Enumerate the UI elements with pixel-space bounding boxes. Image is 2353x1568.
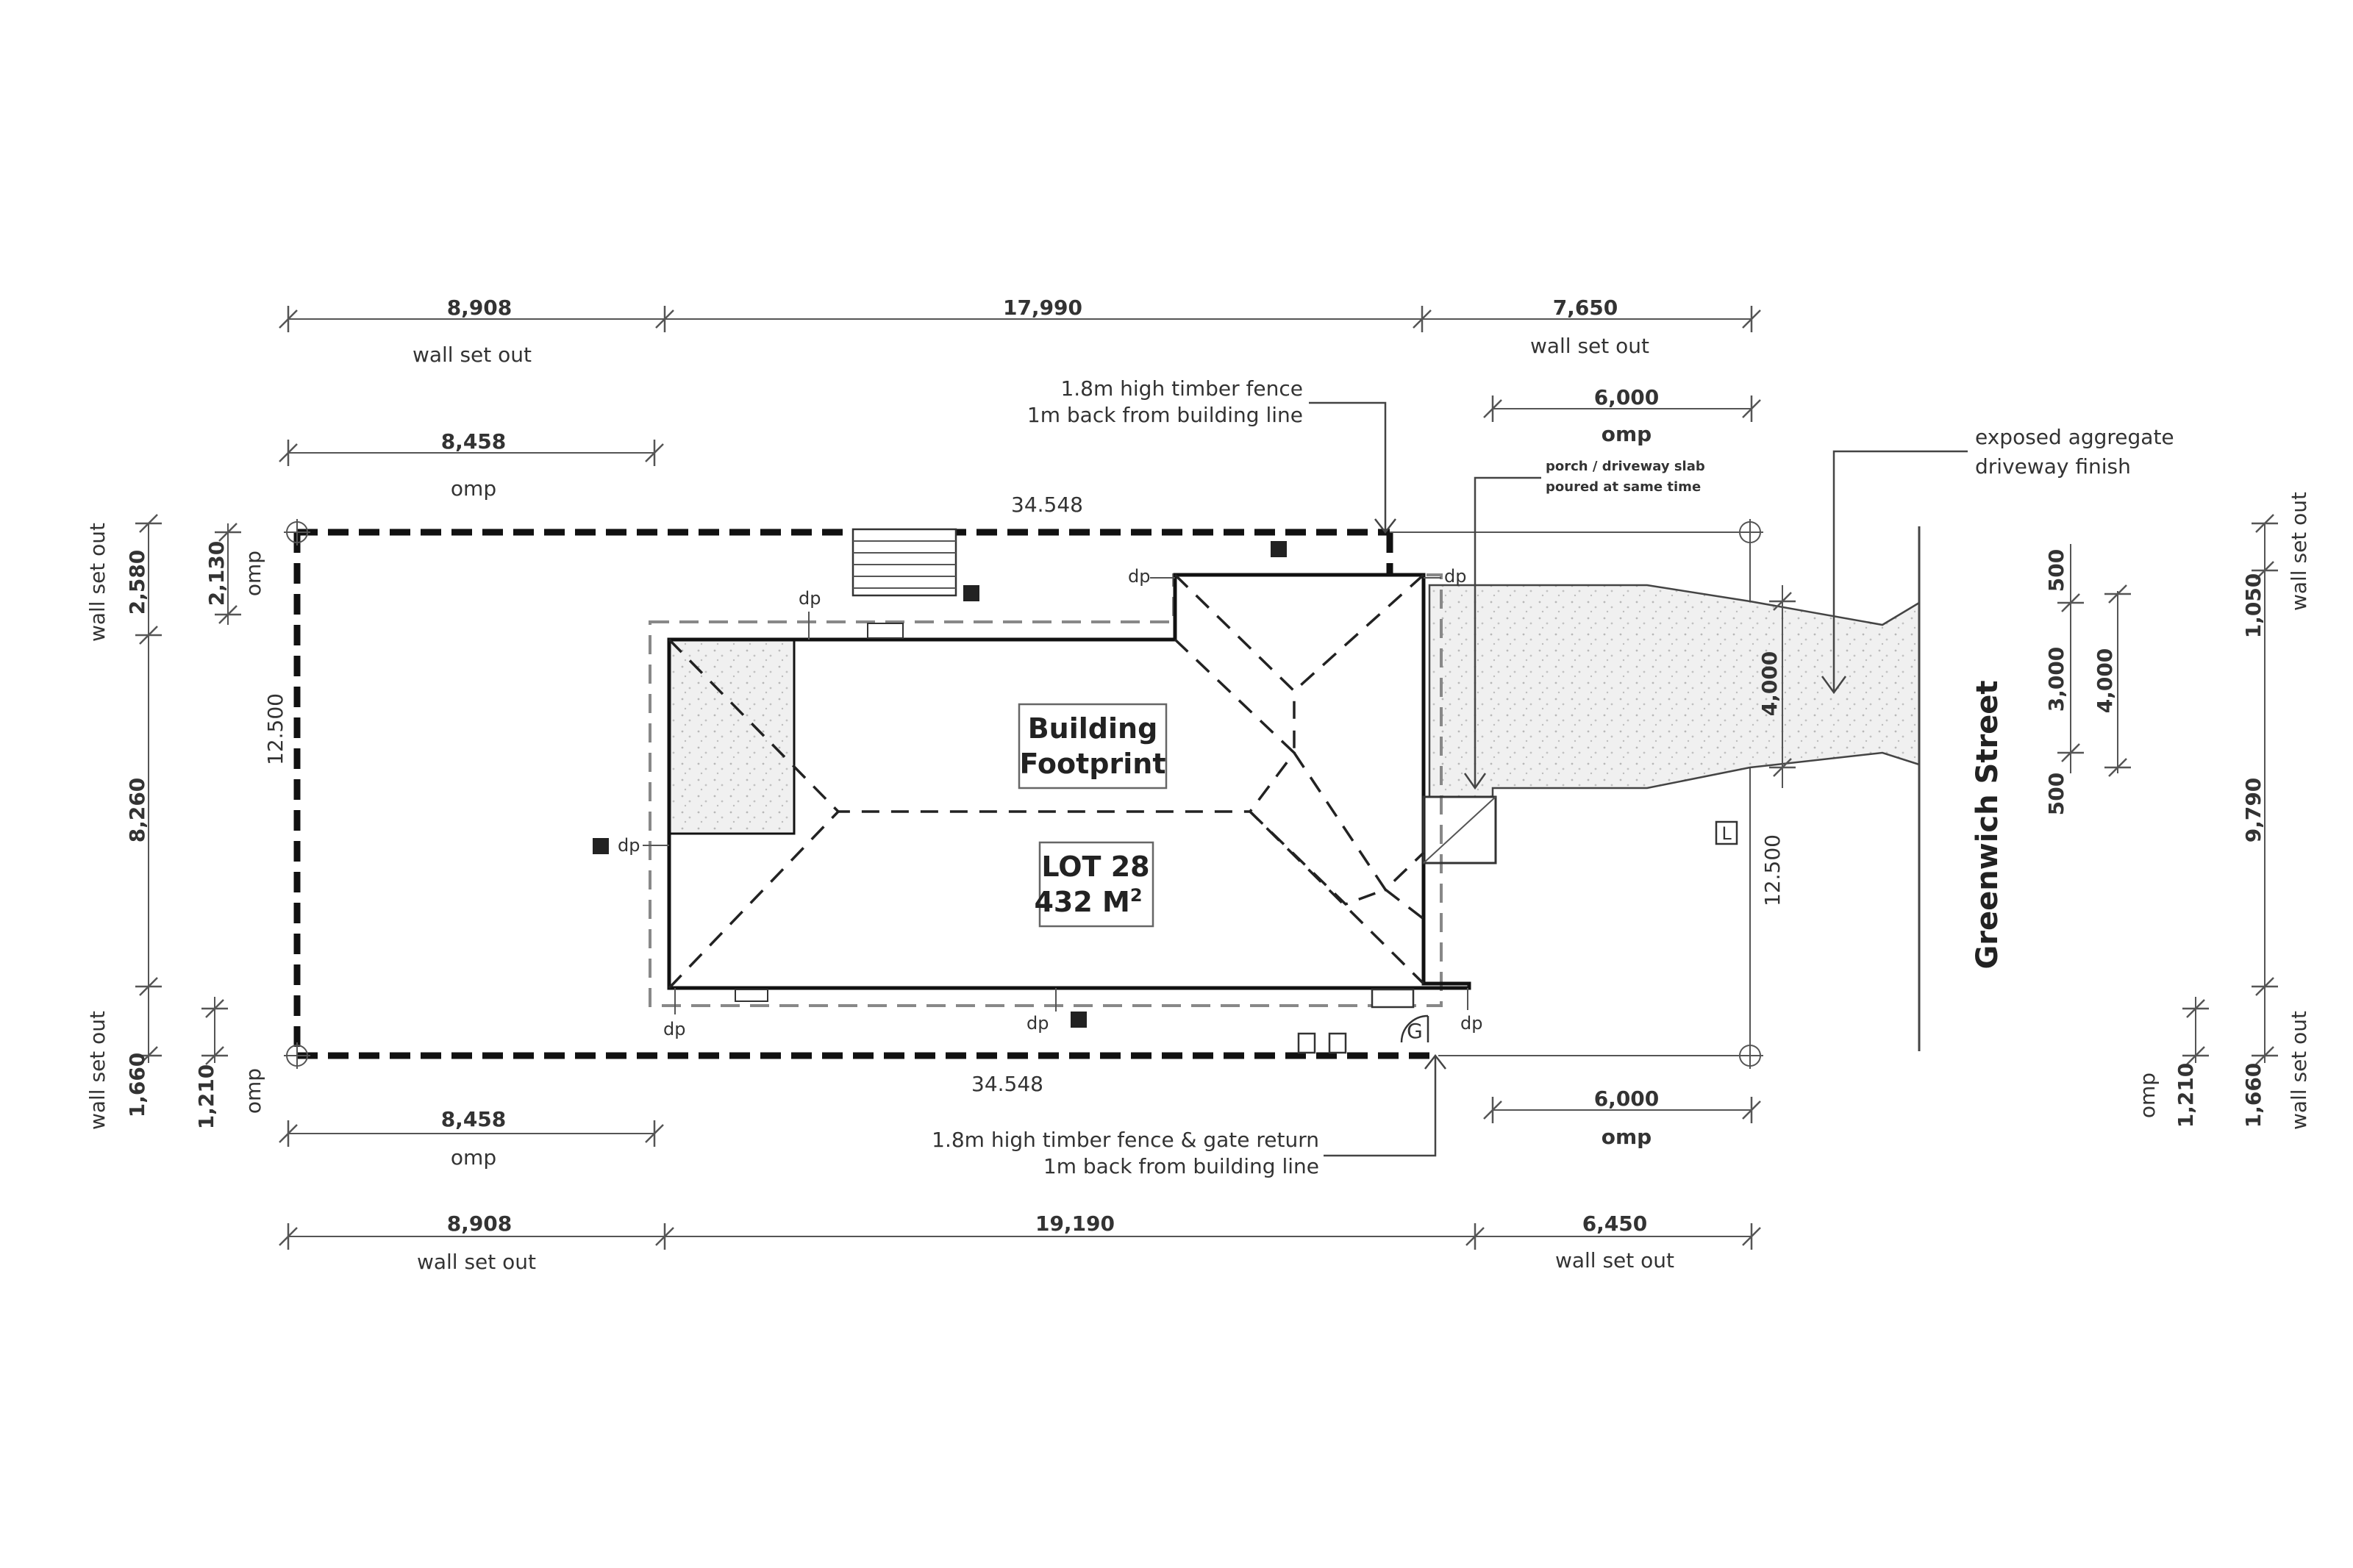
left-middle-value: 8,260	[125, 778, 149, 843]
bottom-omp-right-label: omp	[1602, 1125, 1652, 1149]
top-omp-right-dim: 6,000 omp	[1483, 385, 1761, 446]
bottom-omp-right-value: 6,000	[1594, 1086, 1660, 1111]
top-omp-right-value: 6,000	[1594, 385, 1660, 409]
dp-label: dp	[799, 588, 821, 609]
footprint-line2: Footprint	[1020, 748, 1166, 780]
dp-label: dp	[1026, 1013, 1049, 1034]
boundary-left-width: 12.500	[263, 693, 288, 765]
building-footprint	[649, 528, 1497, 1007]
crossover-dims: 500 3,000 500 4,000	[2044, 544, 2131, 815]
footprint-line1: Building	[1028, 712, 1158, 745]
bottom-wall-set-out-dims: 8,908 19,190 6,450 wall set out wall set…	[279, 1211, 1761, 1274]
note-porch-line1: porch / driveway slab	[1546, 459, 1705, 474]
street-name: Greenwich Street	[1971, 680, 2004, 969]
driveway	[1428, 584, 1921, 798]
note-aggregate-line2: driveway finish	[1975, 454, 2131, 479]
right-wall-top-value: 1,050	[2241, 573, 2265, 639]
top-wall-set-out-dims: 8,908 17,990 7,650 wall set out wall set…	[279, 296, 1761, 367]
boundary-top-length: 34.548	[1011, 493, 1083, 517]
right-wall-set-out-dims: 1,050 wall set out 9,790 1,660 wall set …	[2241, 492, 2311, 1130]
boundary-bottom-length: 34.548	[971, 1072, 1043, 1096]
note-top-fence: 1.8m high timber fence 1m back from buil…	[1027, 376, 1396, 534]
letterbox-icon: L	[1715, 820, 1738, 845]
left-omp-bottom-label: omp	[241, 1068, 265, 1114]
crossover-500-top: 500	[2044, 549, 2068, 592]
left-wall-bottom-value: 1,660	[125, 1053, 149, 1118]
note-aggregate-line1: exposed aggregate	[1975, 425, 2174, 449]
note-bottom-fence-line2: 1m back from building line	[1043, 1154, 1319, 1178]
note-bottom-fence-line1: 1.8m high timber fence & gate return	[932, 1128, 1319, 1152]
letterbox-label: L	[1721, 823, 1732, 844]
boundary-peg-icon	[284, 519, 1763, 1069]
top-omp-left-label: omp	[451, 476, 496, 501]
left-omp-bottom-value: 1,210	[194, 1064, 218, 1130]
downpipes: dp dp dp dp dp dp dp	[618, 566, 1482, 1039]
left-omp-dims: 2,130 omp 1,210 omp	[194, 523, 265, 1129]
service-pit-icon	[593, 541, 1287, 1028]
top-dim-label-left: wall set out	[413, 343, 532, 367]
dp-label: dp	[663, 1019, 685, 1039]
left-omp-top-value: 2,130	[204, 541, 229, 606]
lot-label: LOT 28 432 M2	[1034, 841, 1154, 928]
right-omp-bottom-value: 1,210	[2174, 1063, 2198, 1128]
right-middle-value: 9,790	[2241, 778, 2265, 843]
crossover-3000: 3,000	[2044, 647, 2068, 712]
note-porch-line2: poured at same time	[1546, 479, 1701, 495]
note-bottom-fence: 1.8m high timber fence & gate return 1m …	[932, 1053, 1446, 1178]
crossover-500-bottom: 500	[2044, 773, 2068, 815]
site-boundary: 34.548 34.548 12.500 12.500	[263, 493, 1785, 1096]
bottom-dim-3: 6,450	[1582, 1211, 1648, 1236]
note-aggregate: exposed aggregate driveway finish	[1821, 425, 2174, 695]
bottom-omp-left-dim: 8,458 omp	[279, 1107, 664, 1170]
left-wall-bottom-label: wall set out	[85, 1011, 110, 1130]
driveway-width-dim: 4,000	[1757, 585, 1796, 788]
dp-label: dp	[1444, 566, 1466, 587]
left-omp-top-label: omp	[241, 551, 265, 596]
driveway-width-value: 4,000	[1757, 651, 1782, 717]
dp-label: dp	[1128, 566, 1150, 587]
top-omp-left-dim: 8,458 omp	[279, 429, 664, 501]
top-omp-right-label: omp	[1602, 422, 1652, 446]
right-omp-dim: 1,210 omp	[2135, 997, 2209, 1128]
bottom-omp-left-value: 8,458	[441, 1107, 507, 1131]
left-wall-top-label: wall set out	[85, 523, 110, 642]
bottom-dim-2: 19,190	[1035, 1211, 1115, 1236]
dp-label: dp	[618, 835, 640, 856]
right-omp-bottom-label: omp	[2135, 1073, 2160, 1118]
lot-area: 432 M2	[1034, 885, 1142, 918]
dp-label: dp	[1460, 1013, 1482, 1034]
lot-number: LOT 28	[1041, 851, 1149, 883]
note-top-fence-line2: 1m back from building line	[1027, 403, 1303, 427]
left-wall-set-out-dims: 2,580 wall set out 8,260 1,660 wall set …	[85, 514, 162, 1130]
steps-icon	[851, 528, 957, 597]
bottom-omp-right-dim: 6,000 omp	[1483, 1086, 1761, 1149]
right-wall-bottom-label: wall set out	[2287, 1011, 2311, 1130]
right-wall-bottom-value: 1,660	[2241, 1063, 2265, 1128]
building-footprint-label: Building Footprint	[1018, 703, 1168, 790]
top-omp-left-value: 8,458	[441, 429, 507, 454]
top-dim-3: 7,650	[1553, 296, 1618, 320]
bottom-dim-1: 8,908	[447, 1211, 513, 1236]
boundary-right-width: 12.500	[1760, 834, 1785, 906]
left-wall-top-value: 2,580	[125, 550, 149, 615]
bottom-dim-label-left: wall set out	[417, 1250, 536, 1274]
top-dim-label-right: wall set out	[1530, 334, 1649, 358]
right-wall-top-label: wall set out	[2287, 492, 2311, 611]
top-dim-1: 8,908	[447, 296, 513, 320]
meter-box-icon	[735, 623, 1415, 1054]
note-porch-slab: porch / driveway slab poured at same tim…	[1463, 459, 1705, 790]
gate-icon: G	[1400, 1014, 1429, 1043]
bottom-dim-label-right: wall set out	[1555, 1248, 1674, 1272]
gate-label: G	[1407, 1019, 1423, 1043]
note-top-fence-line1: 1.8m high timber fence	[1060, 376, 1303, 401]
top-dim-2: 17,990	[1003, 296, 1082, 320]
bottom-omp-left-label: omp	[451, 1145, 496, 1170]
crossover-4000: 4,000	[2093, 648, 2117, 714]
